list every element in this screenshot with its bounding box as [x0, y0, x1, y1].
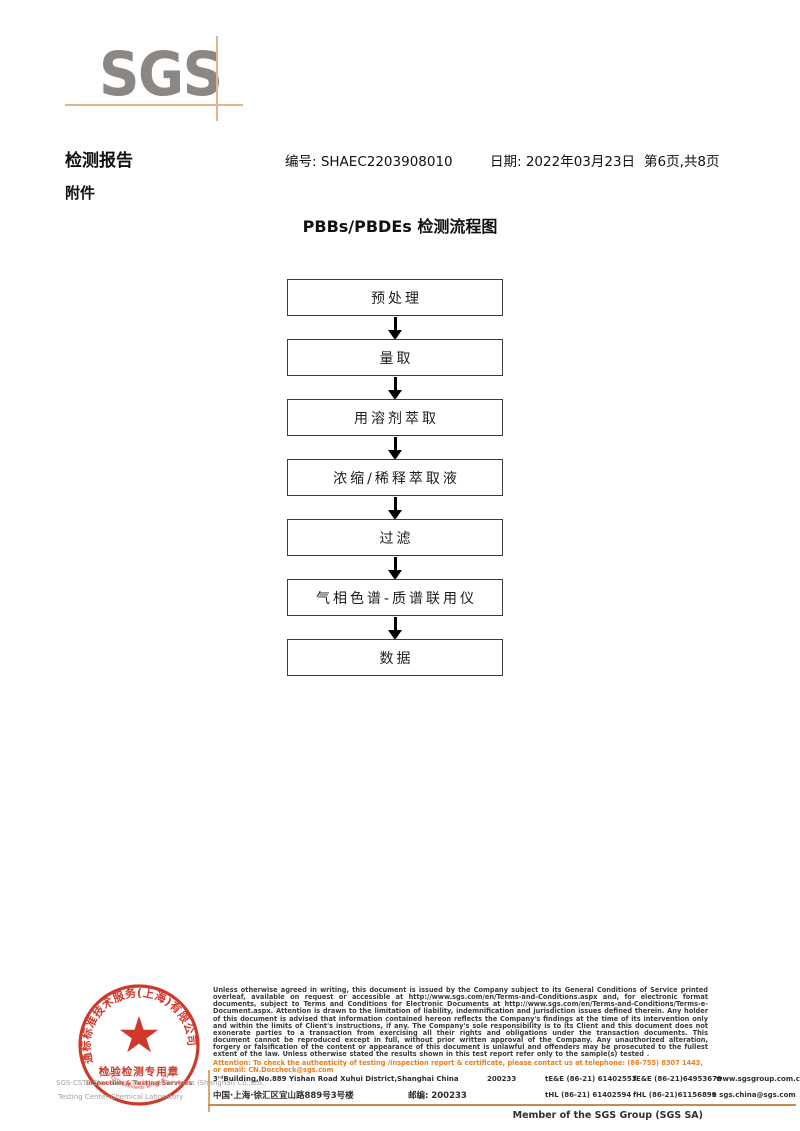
email-address: e sgs.china@sgs.com — [712, 1091, 796, 1099]
company-seal-stamp: 通标标准技术服务(上海)有限公司 ★ 检验检测专用章 Inspection & … — [60, 982, 200, 1106]
fax-hl: fHL (86-21)61156899 — [633, 1091, 717, 1099]
footer-vertical-divider — [208, 1070, 210, 1112]
report-date: 日期: 2022年03月23日 — [490, 154, 636, 170]
page-indicator: 第6页,共8页 — [644, 154, 720, 170]
flow-step-concentrate-dilute: 浓缩/稀释萃取液 — [287, 459, 503, 496]
report-number: 编号: SHAEC2203908010 — [285, 154, 453, 170]
phone-hl: tHL (86-21) 61402594 — [545, 1091, 632, 1099]
website-url: www.sgsgroup.com.cn — [716, 1075, 800, 1083]
flow-step-pretreatment: 预处理 — [287, 279, 503, 316]
flow-arrow-icon — [388, 497, 402, 520]
footer-legal-block: Unless otherwise agreed in writing, this… — [213, 986, 708, 1074]
flow-step-filter: 过滤 — [287, 519, 503, 556]
stamp-inner-title: 检验检测专用章 — [99, 1065, 180, 1078]
flow-arrow-icon — [388, 437, 402, 460]
flowchart-title: PBBs/PBDEs 检测流程图 — [302, 217, 498, 236]
logo-horizontal-line — [65, 104, 243, 106]
postcode-english: 200233 — [487, 1075, 517, 1083]
stamp-star-icon: ★ — [117, 1006, 162, 1064]
company-name-en: SGS-CSTC Standards Technical Services (S… — [56, 1079, 265, 1087]
flow-step-data: 数据 — [287, 639, 503, 676]
footer-horizontal-divider — [208, 1104, 796, 1106]
flow-arrow-icon — [388, 317, 402, 340]
report-title: 检测报告 — [65, 151, 133, 171]
flow-arrow-icon — [388, 617, 402, 640]
company-lab-en: Testing Center-Chemical Laboratory — [58, 1093, 184, 1101]
stamp-inner-subtitle: Inspection & Testing Services — [86, 1079, 192, 1087]
postcode-chinese: 邮编: 200233 — [408, 1091, 467, 1101]
flow-arrow-icon — [388, 377, 402, 400]
address-english: 3ʳᵈBuilding,No.889 Yishan Road Xuhui Dis… — [213, 1075, 459, 1083]
phone-ee: tE&E (86-21) 61402553 — [545, 1075, 637, 1083]
fax-ee: fE&E (86-21)64953679 — [633, 1075, 722, 1083]
disclaimer-text: Unless otherwise agreed in writing, this… — [213, 986, 708, 1059]
flow-step-measure: 量取 — [287, 339, 503, 376]
sgs-logo: SGS — [99, 39, 223, 110]
flow-step-gcms: 气相色谱-质谱联用仪 — [287, 579, 503, 616]
attachment-label: 附件 — [65, 184, 96, 202]
flow-arrow-icon — [388, 557, 402, 580]
sgs-member-text: Member of the SGS Group (SGS SA) — [512, 1110, 703, 1121]
address-chinese: 中国·上海·徐汇区宜山路889号3号楼 — [213, 1091, 354, 1101]
logo-vertical-line — [216, 36, 218, 121]
flow-step-solvent-extraction: 用溶剂萃取 — [287, 399, 503, 436]
attention-text: Attention: To check the authenticity of … — [213, 1058, 703, 1074]
